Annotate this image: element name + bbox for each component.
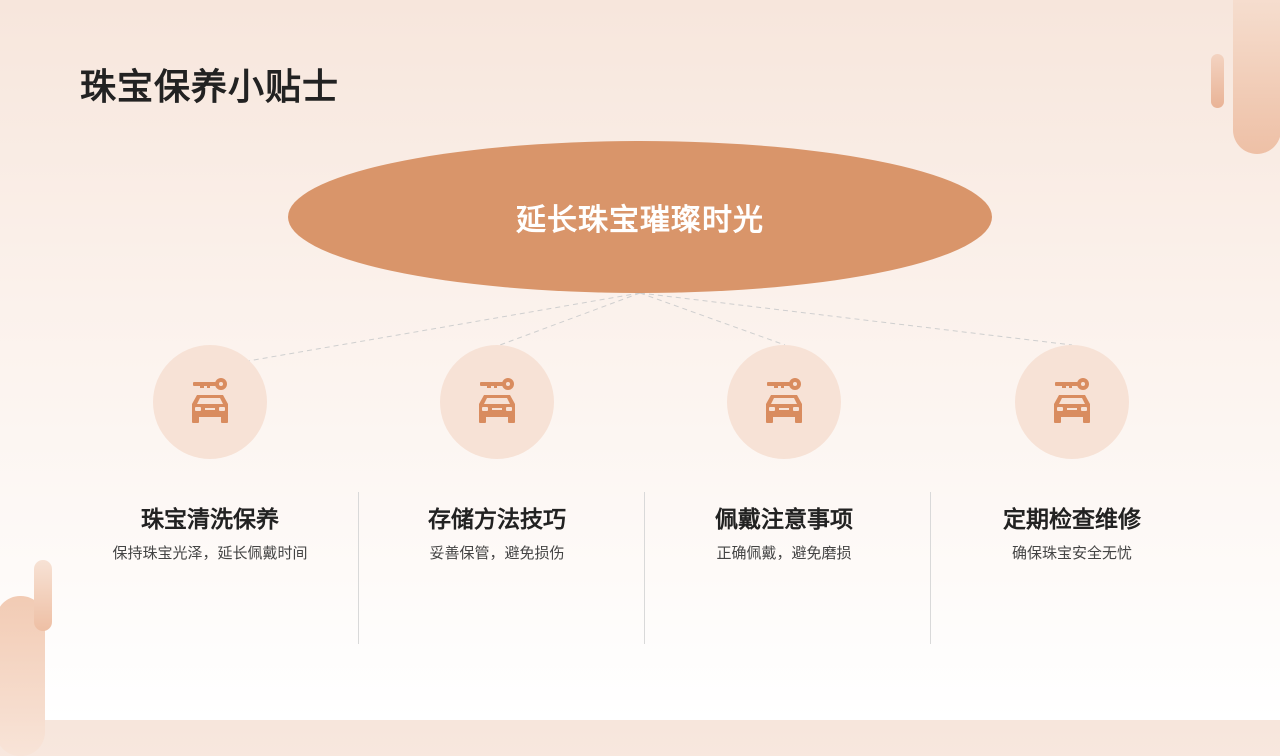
page-title: 珠宝保养小贴士 xyxy=(80,67,340,108)
decorative-pill-bottom-left-small xyxy=(34,560,52,631)
topic-title-1: 珠宝清洗保养 xyxy=(141,507,279,533)
car-key-icon xyxy=(192,378,228,423)
connector-line-4 xyxy=(639,292,1073,346)
connector-line-3 xyxy=(639,292,786,346)
topic-desc-2: 妥善保管，避免损伤 xyxy=(429,544,565,562)
central-topic: 延长珠宝璀璨时光 xyxy=(288,141,992,293)
topic-icon-circle-4 xyxy=(1015,345,1129,459)
connector-line-1 xyxy=(247,292,641,362)
topic-icon-circle-1 xyxy=(153,345,267,459)
topic-desc-4: 确保珠宝安全无忧 xyxy=(1011,544,1132,562)
car-key-icon xyxy=(766,378,802,423)
topic-title-4: 定期检查维修 xyxy=(1003,507,1141,533)
topic-icon-circle-3 xyxy=(727,345,841,459)
column-divider-3 xyxy=(930,492,931,644)
column-divider-2 xyxy=(644,492,645,644)
column-divider-1 xyxy=(358,492,359,644)
topic-title-2: 存储方法技巧 xyxy=(428,507,566,533)
central-topic-label: 延长珠宝璀璨时光 xyxy=(516,203,764,238)
decorative-pill-top-right-small xyxy=(1211,54,1224,108)
topic-desc-1: 保持珠宝光泽，延长佩戴时间 xyxy=(112,544,308,562)
decorative-pill-top-right-large xyxy=(1233,0,1280,154)
topic-desc-3: 正确佩戴，避免磨损 xyxy=(716,544,852,562)
connector-line-2 xyxy=(499,292,641,346)
car-key-icon xyxy=(479,378,515,423)
topic-icon-circle-2 xyxy=(440,345,554,459)
topic-title-3: 佩戴注意事项 xyxy=(715,507,853,533)
car-key-icon xyxy=(1054,378,1090,423)
